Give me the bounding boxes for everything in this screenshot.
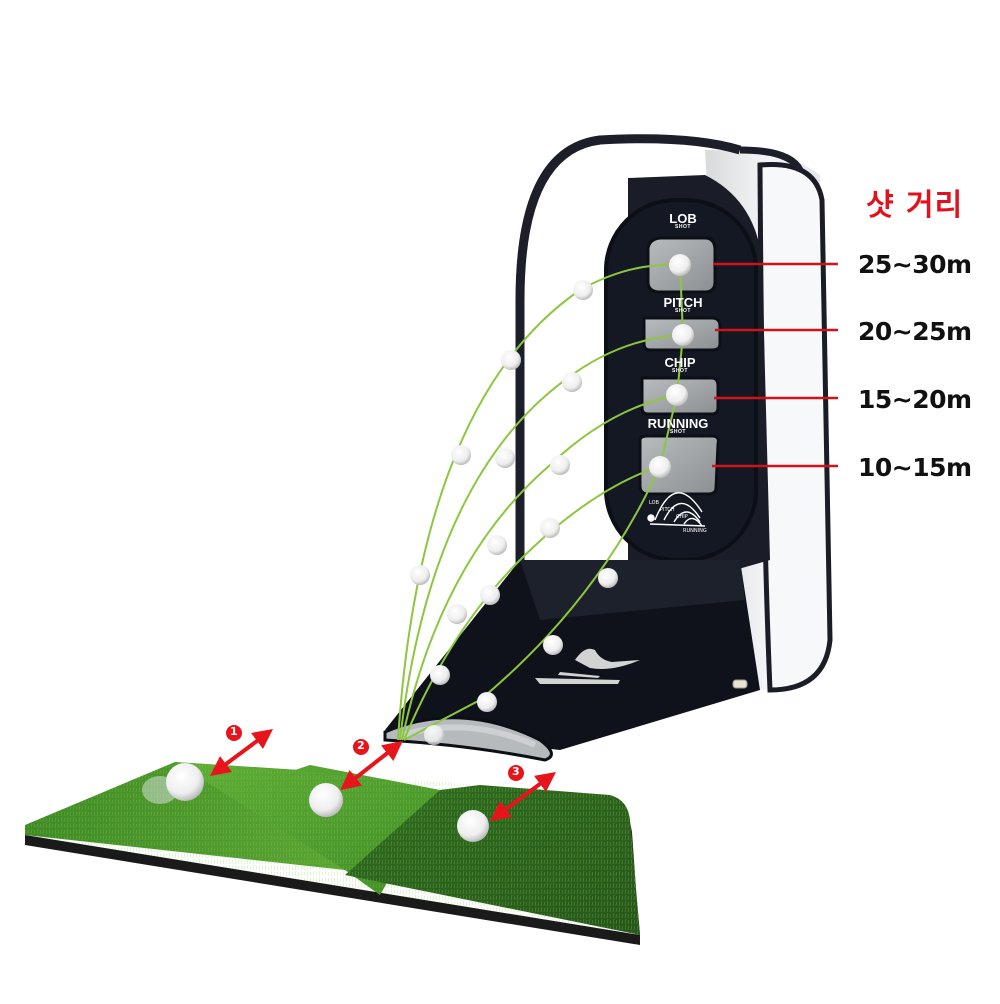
brand-logo: [535, 648, 640, 684]
lob-label: LOB: [669, 211, 697, 226]
lob-distance: 25~30m: [858, 250, 972, 279]
marker-badges: [226, 725, 524, 781]
running-distance: 10~15m: [858, 453, 972, 482]
marker-number-2: 2: [357, 739, 365, 752]
net-frame-pole: [515, 134, 742, 700]
shot-diagram-logo: [647, 492, 706, 527]
running-sub-label: SHOT: [670, 429, 686, 435]
chip-label: CHIP: [664, 355, 696, 370]
chip-vertical: [659, 394, 678, 467]
lob-trajectory: [397, 263, 681, 741]
chip-shot-label: CHIP SHOT: [664, 355, 696, 374]
running-label: RUNNING: [647, 416, 709, 431]
arrow-3: [489, 772, 557, 821]
chip-trajectory: [401, 394, 678, 741]
marker-number-1: 1: [230, 725, 238, 738]
diagram-lob-label: LOB: [649, 500, 659, 506]
arrow-1: [209, 729, 274, 776]
arrow-2: [340, 740, 403, 791]
leader-lines: [712, 262, 838, 468]
diagram-pitch-label: PITCH: [660, 507, 675, 513]
pitch-shot-label: PITCH SHOT: [663, 295, 703, 314]
diagram-chip-label: CHIP: [676, 514, 688, 520]
balls: [410, 254, 694, 745]
pitch-sub-label: SHOT: [675, 308, 691, 314]
mat-balls: [142, 763, 489, 842]
pitch-label: PITCH: [663, 295, 703, 310]
pitch-distance: 20~25m: [858, 317, 972, 346]
chip-distance: 15~20m: [858, 385, 972, 414]
lob-sub-label: SHOT: [675, 224, 691, 230]
chip-sub-label: SHOT: [672, 368, 688, 374]
running-ground: [403, 465, 661, 741]
marker-number-3: 3: [512, 765, 520, 778]
practice-turf-mat: [25, 762, 640, 945]
diagram-running-label: RUNNING: [683, 528, 707, 534]
running-shot-label: RUNNING SHOT: [647, 416, 709, 435]
height-arrows: [209, 729, 557, 821]
lob-shot-label: LOB SHOT: [669, 211, 697, 230]
pitch-trajectory: [399, 334, 684, 741]
shot-distance-heading: 샷 거리: [866, 188, 964, 223]
lob-vertical: [679, 264, 684, 336]
running-pocket: [638, 434, 720, 496]
